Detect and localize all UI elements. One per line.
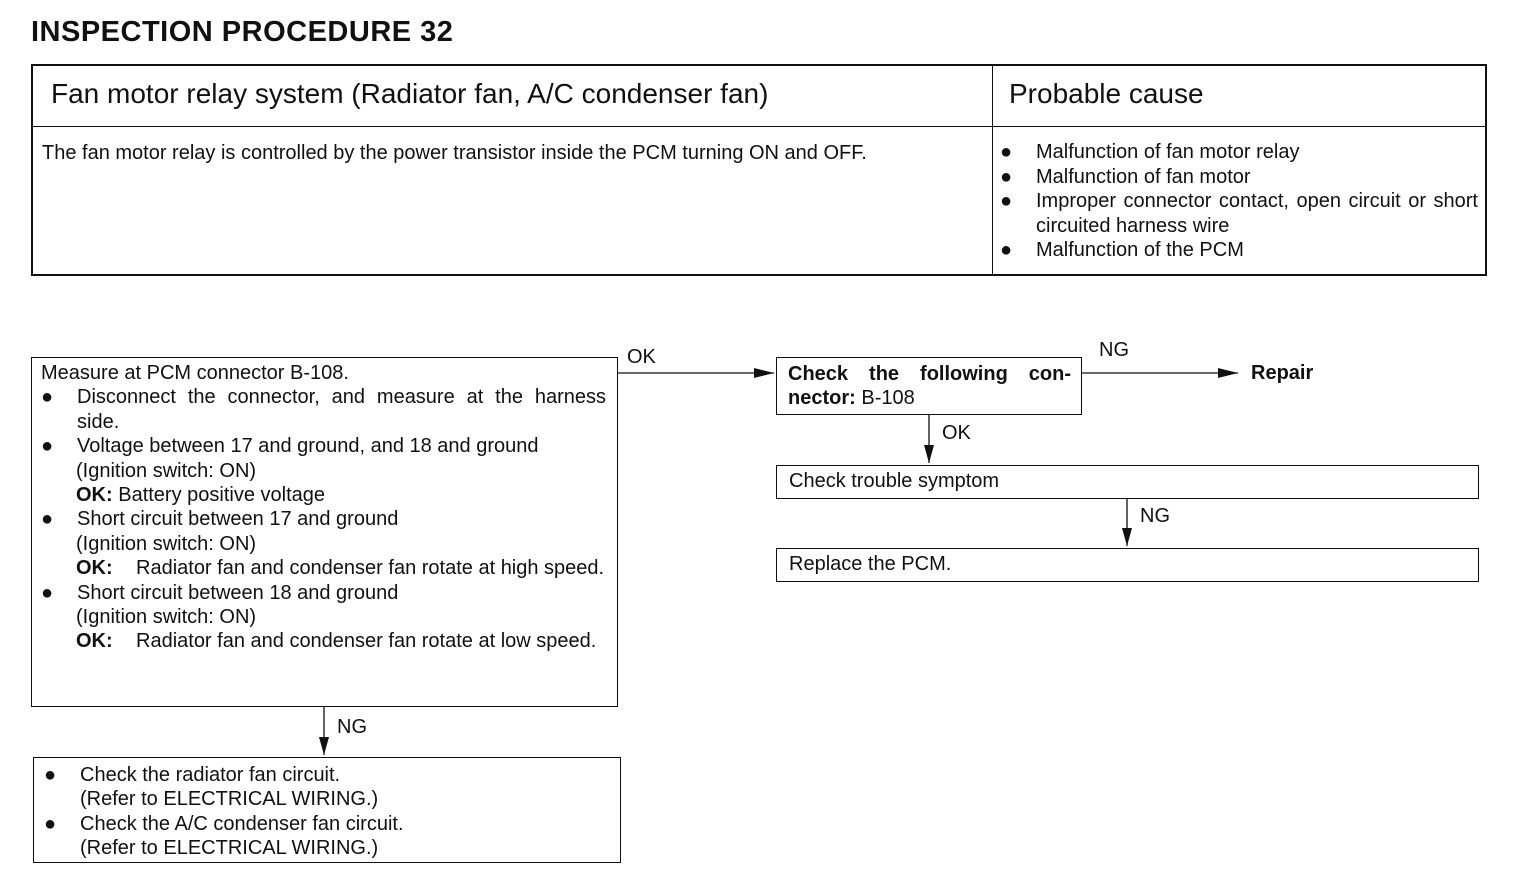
- cause-item: ●Malfunction of the PCM: [1000, 239, 1244, 261]
- bullet-icon: ●: [41, 386, 54, 409]
- check-connector-label: Check the following con-nector:: [788, 363, 1071, 410]
- ok-label-measure: OK: [627, 346, 656, 368]
- ok-down-arrowhead: [924, 445, 934, 463]
- step-voltage-condition: (Ignition switch: ON): [76, 459, 257, 482]
- connector-id: B-108: [861, 387, 915, 410]
- table-header-divider: [33, 126, 1485, 127]
- replace-pcm-box: Replace the PCM.: [776, 548, 1479, 582]
- bullet-icon: ●: [41, 435, 54, 458]
- ok-arrowhead: [754, 368, 774, 378]
- measure-title: Measure at PCM connector B-108.: [41, 362, 349, 384]
- bullet-icon: ●: [1000, 239, 1013, 261]
- probable-cause-header: Probable cause: [1009, 78, 1204, 109]
- ng-arrowhead: [1218, 368, 1238, 378]
- check-radiator-circuit: ●Check the radiator fan circuit.: [44, 764, 341, 786]
- step-short-18-ok: OK:Radiator fan and condenser fan rotate…: [76, 630, 597, 653]
- ng-label-symptom: NG: [1140, 505, 1170, 527]
- ng-label-connector: NG: [1099, 339, 1129, 361]
- step-short-17-ok: OK:Radiator fan and condenser fan rotate…: [76, 557, 605, 580]
- system-description: The fan motor relay is controlled by the…: [42, 142, 867, 164]
- check-trouble-symptom-box: Check trouble symptom: [776, 465, 1479, 499]
- cause-item: ●Improper connector contact, open circui…: [1000, 190, 1478, 237]
- probable-cause-list: ●Malfunction of fan motor relay ●Malfunc…: [1000, 140, 1478, 263]
- condenser-circuit-reference: (Refer to ELECTRICAL WIRING.): [80, 837, 379, 860]
- summary-table: Fan motor relay system (Radiator fan, A/…: [31, 64, 1487, 276]
- ok-label-connector: OK: [942, 422, 971, 444]
- bullet-icon: ●: [44, 764, 57, 786]
- step-short-17-condition: (Ignition switch: ON): [76, 532, 257, 555]
- bullet-icon: ●: [41, 508, 54, 531]
- system-header: Fan motor relay system (Radiator fan, A/…: [51, 78, 769, 109]
- cause-item: ●Malfunction of fan motor: [1000, 165, 1251, 188]
- bullet-icon: ●: [1000, 165, 1013, 188]
- step-short-18-condition: (Ignition switch: ON): [76, 606, 257, 629]
- check-condenser-circuit: ●Check the A/C condenser fan circuit.: [44, 812, 404, 835]
- step-voltage: ●Voltage between 17 and ground, and 18 a…: [41, 435, 539, 458]
- check-fan-circuits-box: ●Check the radiator fan circuit. (Refer …: [33, 757, 621, 863]
- table-column-divider: [992, 66, 993, 274]
- ng-down-arrowhead: [1122, 528, 1132, 546]
- step-voltage-ok: OK: Battery positive voltage: [76, 484, 326, 507]
- bullet-icon: ●: [41, 581, 54, 604]
- page-title: INSPECTION PROCEDURE 32: [31, 16, 454, 48]
- bullet-icon: ●: [1000, 190, 1013, 212]
- check-connector-box: Check the following con-nector: B-108: [776, 357, 1082, 415]
- ng-label-measure: NG: [337, 716, 367, 738]
- bullet-icon: ●: [44, 812, 57, 835]
- step-short-17: ●Short circuit between 17 and ground: [41, 508, 399, 531]
- repair-label: Repair: [1251, 362, 1314, 384]
- cause-item: ●Malfunction of fan motor relay: [1000, 141, 1300, 163]
- step-disconnect: ●Disconnect the connector, and measure a…: [41, 386, 606, 433]
- radiator-circuit-reference: (Refer to ELECTRICAL WIRING.): [80, 788, 379, 811]
- measure-pcm-connector-box: Measure at PCM connector B-108. ●Disconn…: [31, 357, 618, 707]
- bullet-icon: ●: [1000, 141, 1013, 163]
- step-short-18: ●Short circuit between 18 and ground: [41, 581, 399, 604]
- ng-circuits-arrowhead: [319, 737, 329, 755]
